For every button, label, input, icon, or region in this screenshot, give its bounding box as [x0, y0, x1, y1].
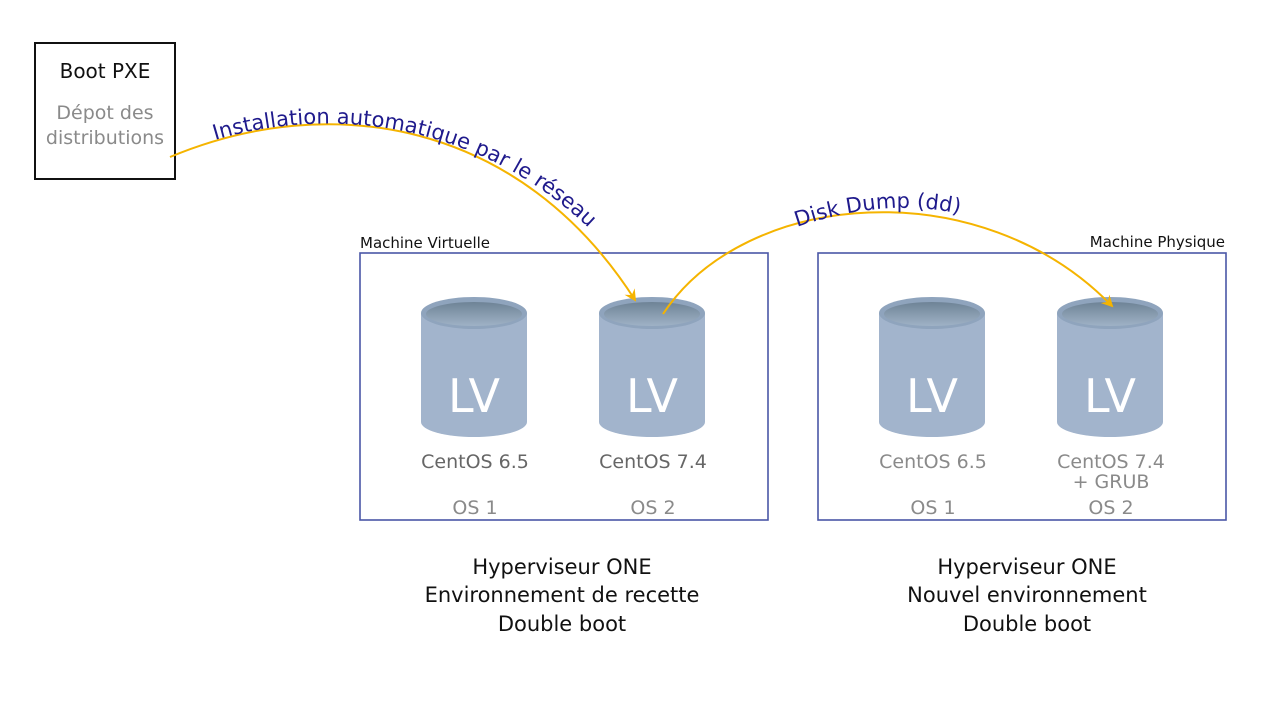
os-slot: OS 2: [630, 497, 675, 519]
cylinder-top-inner: [884, 302, 980, 326]
os-slot: OS 1: [452, 497, 497, 519]
pxe-subtitle-line2: distributions: [46, 127, 164, 149]
install-arrow: [169, 123, 637, 302]
os-name: CentOS 7.4: [599, 451, 707, 473]
disk-dump-arrow-label-text: Disk Dump (dd): [791, 189, 963, 232]
virtual-caption: Hyperviseur ONE Environnement de recette…: [425, 555, 700, 636]
physical-caption-line1: Hyperviseur ONE: [937, 555, 1116, 579]
disk-dump-arrow: [662, 211, 1114, 315]
physical-caption: Hyperviseur ONE Nouvel environnement Dou…: [907, 555, 1147, 636]
pxe-box-border: [34, 42, 176, 180]
physical-machine-label: Machine Physique: [1090, 233, 1225, 251]
vm-disk-os2: LV CentOS 7.4 OS 2: [599, 297, 707, 519]
vm-disk-os1: LV CentOS 6.5 OS 1: [421, 297, 529, 519]
pm-disk-os2: LV CentOS 7.4 + GRUB OS 2: [1057, 297, 1165, 519]
pxe-server-box: Boot PXE Dépot des distributions: [34, 42, 176, 180]
cylinder-body: [421, 313, 527, 437]
cylinder-body: [879, 313, 985, 437]
cylinder-top-inner: [426, 302, 522, 326]
virtual-machine-label: Machine Virtuelle: [360, 234, 490, 252]
lv-label: LV: [448, 369, 501, 423]
lv-label: LV: [1084, 369, 1137, 423]
pxe-title: Boot PXE: [60, 59, 151, 83]
os-name: CentOS 6.5: [421, 451, 529, 473]
lv-label: LV: [626, 369, 679, 423]
os-name: CentOS 7.4: [1057, 451, 1165, 473]
virtual-machine-border: [359, 252, 769, 521]
os-slot: OS 2: [1088, 497, 1133, 519]
cylinder-body: [599, 313, 705, 437]
install-arrow-label: Installation automatique par le réseau: [210, 105, 602, 232]
virtual-caption-line1: Hyperviseur ONE: [472, 555, 651, 579]
virtual-caption-line2: Environnement de recette: [425, 583, 700, 607]
physical-machine-box: Machine Physique LV CentOS 6.5 OS 1 LV C…: [817, 233, 1227, 521]
pm-disk-os1: LV CentOS 6.5 OS 1: [879, 297, 987, 519]
disk-dump-arrow-label: Disk Dump (dd): [791, 189, 963, 232]
physical-caption-line3: Double boot: [963, 612, 1091, 636]
cylinder-top-inner: [604, 302, 700, 326]
lv-label: LV: [906, 369, 959, 423]
os-name: CentOS 6.5: [879, 451, 987, 473]
virtual-machine-box: Machine Virtuelle LV CentOS 6.5 OS 1 LV …: [359, 234, 769, 521]
cylinder-top-inner: [1062, 302, 1158, 326]
os-name-line2: + GRUB: [1073, 471, 1150, 493]
cylinder-body: [1057, 313, 1163, 437]
pxe-subtitle-line1: Dépot des: [56, 102, 153, 124]
install-arrow-label-text: Installation automatique par le réseau: [210, 105, 602, 232]
physical-caption-line2: Nouvel environnement: [907, 583, 1147, 607]
physical-machine-border: [817, 252, 1227, 521]
virtual-caption-line3: Double boot: [498, 612, 626, 636]
os-slot: OS 1: [910, 497, 955, 519]
